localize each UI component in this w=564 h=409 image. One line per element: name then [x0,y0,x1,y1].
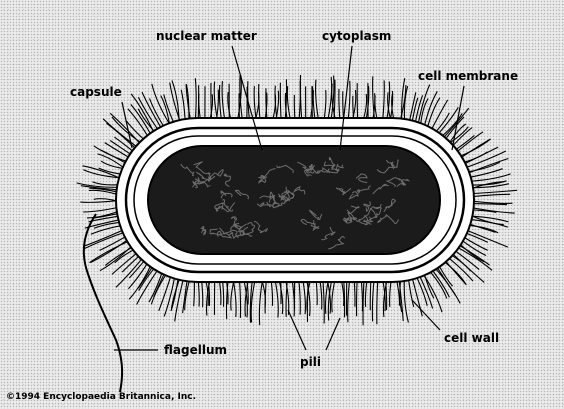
label-flagellum: flagellum [164,343,227,357]
copyright-notice: ©1994 Encyclopaedia Britannica, Inc. [6,392,196,402]
label-nuclear-matter: nuclear matter [156,29,257,43]
cytoplasm-body [148,146,440,254]
label-pili: pili [300,355,321,369]
label-cytoplasm: cytoplasm [322,29,391,43]
label-cell-wall: cell wall [444,331,499,345]
label-cell-membrane: cell membrane [418,69,518,83]
label-capsule: capsule [70,85,122,99]
